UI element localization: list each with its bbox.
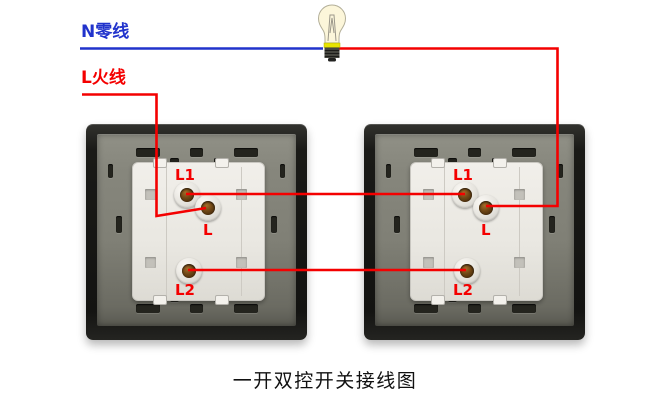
terminal-l1-hole xyxy=(458,188,472,202)
vent-slot xyxy=(512,304,536,313)
vent-slot xyxy=(271,216,277,233)
terminal-l2-label: L2 xyxy=(175,281,195,299)
vent-slot xyxy=(280,164,285,178)
terminal-l-label: L xyxy=(203,221,213,239)
mounting-clip xyxy=(153,158,167,168)
terminal-l xyxy=(195,195,221,221)
vent-slot xyxy=(234,148,258,157)
terminal-l2 xyxy=(454,258,480,284)
module-seam xyxy=(519,167,520,296)
module-recess xyxy=(145,257,156,268)
bulb-contact-tip xyxy=(328,58,336,62)
module-recess xyxy=(423,257,434,268)
module-recess xyxy=(514,189,525,200)
vent-slot xyxy=(512,148,536,157)
vent-slot xyxy=(234,304,258,313)
vent-slot xyxy=(136,148,160,157)
module-seam xyxy=(241,167,242,296)
bulb-collar xyxy=(323,42,341,48)
bulb-glass xyxy=(317,4,347,44)
terminal-l2-hole xyxy=(182,264,196,278)
module-seam xyxy=(166,167,167,296)
live-wire-label: L火线 xyxy=(81,68,126,88)
bulb-filament xyxy=(327,14,337,42)
bulb-screw-ridges xyxy=(324,50,340,57)
mounting-clip xyxy=(153,295,167,305)
bulb-screw-base xyxy=(324,47,340,58)
module-recess xyxy=(236,257,247,268)
vent-slot xyxy=(394,216,400,233)
module-recess xyxy=(514,257,525,268)
switch-left: L1 L L2 xyxy=(86,124,307,340)
terminal-l1-label: L1 xyxy=(175,166,195,184)
vent-slot xyxy=(468,304,481,313)
vent-slot xyxy=(414,148,438,157)
module-recess xyxy=(145,189,156,200)
vent-slot xyxy=(190,148,203,157)
neutral-wire-label: N零线 xyxy=(81,22,130,42)
switch-right: L1 L L2 xyxy=(364,124,585,340)
vent-slot xyxy=(116,216,122,233)
vent-slot xyxy=(549,216,555,233)
module-recess xyxy=(423,189,434,200)
mounting-clip xyxy=(493,158,507,168)
mounting-clip xyxy=(215,295,229,305)
mounting-clip xyxy=(493,295,507,305)
mounting-clip xyxy=(431,295,445,305)
terminal-l2-label: L2 xyxy=(453,281,473,299)
switch-right-mechanism: L1 L L2 xyxy=(410,158,543,305)
diagram-caption: 一开双控开关接线图 xyxy=(232,370,418,392)
switch-left-mechanism: L1 L L2 xyxy=(132,158,265,305)
terminal-l-label: L xyxy=(481,221,491,239)
terminal-l1-label: L1 xyxy=(453,166,473,184)
vent-slot xyxy=(386,164,391,178)
terminal-l2-hole xyxy=(460,264,474,278)
module-recess xyxy=(236,189,247,200)
terminal-l-hole xyxy=(201,201,215,215)
vent-slot xyxy=(136,304,160,313)
vent-slot xyxy=(108,164,113,178)
terminal-l-hole xyxy=(479,201,493,215)
mounting-clip xyxy=(431,158,445,168)
vent-slot xyxy=(414,304,438,313)
terminal-l xyxy=(473,195,499,221)
light-bulb-icon xyxy=(317,4,347,62)
vent-slot xyxy=(190,304,203,313)
vent-slot xyxy=(558,164,563,178)
terminal-l1-hole xyxy=(180,188,194,202)
vent-slot xyxy=(468,148,481,157)
mounting-clip xyxy=(215,158,229,168)
module-seam xyxy=(444,167,445,296)
